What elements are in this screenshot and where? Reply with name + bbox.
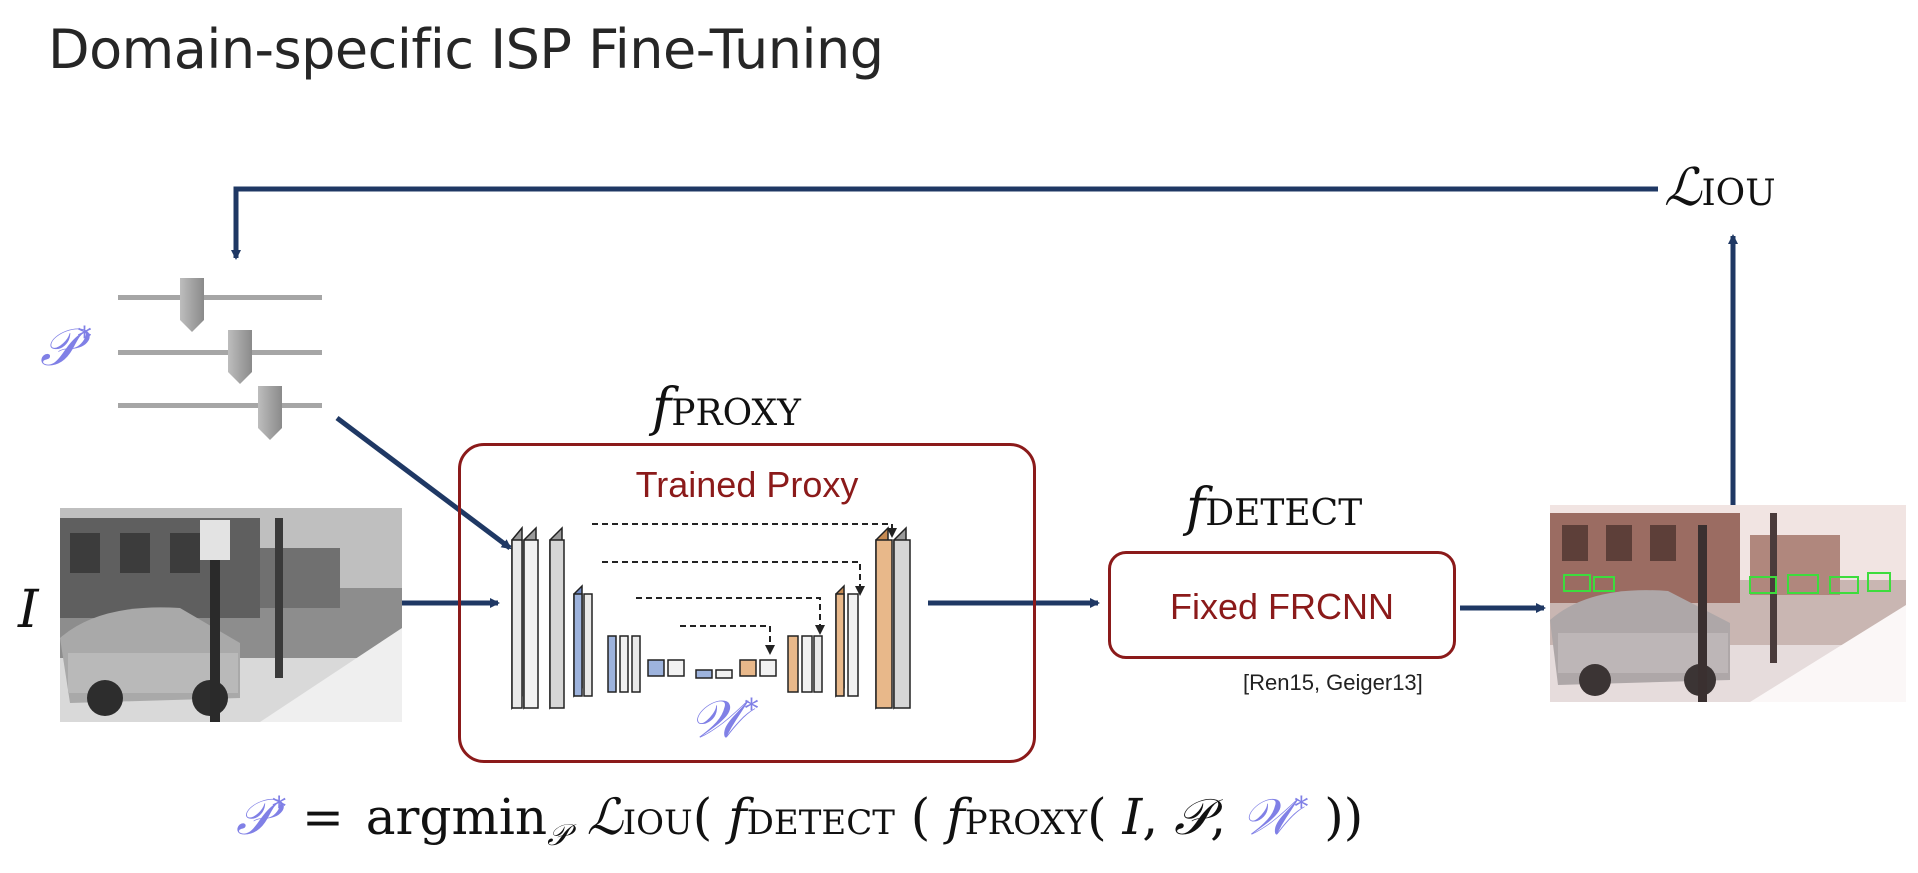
trained-proxy-box: Trained Proxy: [458, 443, 1036, 763]
eq-params: 𝒫: [236, 788, 273, 846]
eq-loss: ℒ: [586, 788, 623, 846]
citation: [Ren15, Geiger13]: [1243, 670, 1423, 695]
slider-icon: [118, 386, 322, 440]
loss-subscript: IOU: [1701, 173, 1776, 214]
street-photo-gray: [60, 508, 402, 722]
proxy-subscript: PROXY: [671, 393, 801, 434]
detect-subscript: DETECT: [1205, 493, 1363, 534]
loss-symbol: ℒ: [1664, 158, 1702, 218]
eq-arg-input: I: [1122, 788, 1143, 846]
eq-paren-2: (: [894, 788, 947, 846]
loss-label: ℒIOU: [1664, 158, 1776, 218]
eq-argmin-sub: 𝒫: [547, 818, 569, 853]
eq-argmin: argmin: [365, 788, 548, 846]
eq-arg-params: 𝒫: [1174, 788, 1211, 846]
eq-comma-1: ,: [1142, 788, 1175, 846]
unet-architecture-icon: [511, 523, 911, 710]
eq-paren-3: (: [1087, 788, 1123, 846]
eq-equals: =: [286, 788, 360, 846]
slider-icon: [118, 330, 322, 384]
params-superscript: *: [77, 320, 92, 354]
weights-label: 𝒲*: [690, 690, 759, 751]
detect-f-symbol: f: [1186, 478, 1206, 538]
proxy-f-symbol: f: [652, 378, 672, 438]
eq-f-detect-sub: DETECT: [746, 803, 895, 843]
weights-superscript: *: [744, 692, 759, 726]
params-arrow: [335, 416, 512, 550]
trained-proxy-label: Trained Proxy: [635, 464, 859, 505]
fixed-frcnn-box: Fixed FRCNN: [1108, 551, 1456, 659]
detect-function-label: fDETECT: [1186, 478, 1362, 538]
eq-loss-sub: IOU: [622, 803, 693, 843]
eq-f-proxy-sub: PROXY: [964, 803, 1088, 843]
params-symbol: 𝒫: [40, 318, 78, 378]
eq-comma-2: ,: [1210, 788, 1242, 846]
eq-f-proxy: f: [946, 788, 965, 846]
feedback-arrow-top: [231, 186, 1658, 260]
eq-paren-1: (: [692, 788, 729, 846]
weights-symbol: 𝒲: [690, 690, 745, 750]
proxy-function-label: fPROXY: [652, 378, 801, 438]
slider-icon: [118, 278, 322, 332]
eq-close-parens: )): [1308, 788, 1364, 846]
params-label: 𝒫*: [40, 318, 92, 379]
fixed-frcnn-label: Fixed FRCNN: [1169, 586, 1394, 627]
isp-parameter-sliders: [118, 278, 322, 440]
eq-params-sup: *: [272, 790, 287, 824]
eq-arg-weights: 𝒲: [1241, 788, 1295, 846]
eq-arg-weights-sup: *: [1294, 790, 1309, 824]
street-photo-color-detections: [1550, 505, 1906, 702]
input-label: I: [18, 580, 39, 640]
eq-f-detect: f: [728, 788, 747, 846]
slide-title: Domain-specific ISP Fine-Tuning: [48, 18, 884, 81]
